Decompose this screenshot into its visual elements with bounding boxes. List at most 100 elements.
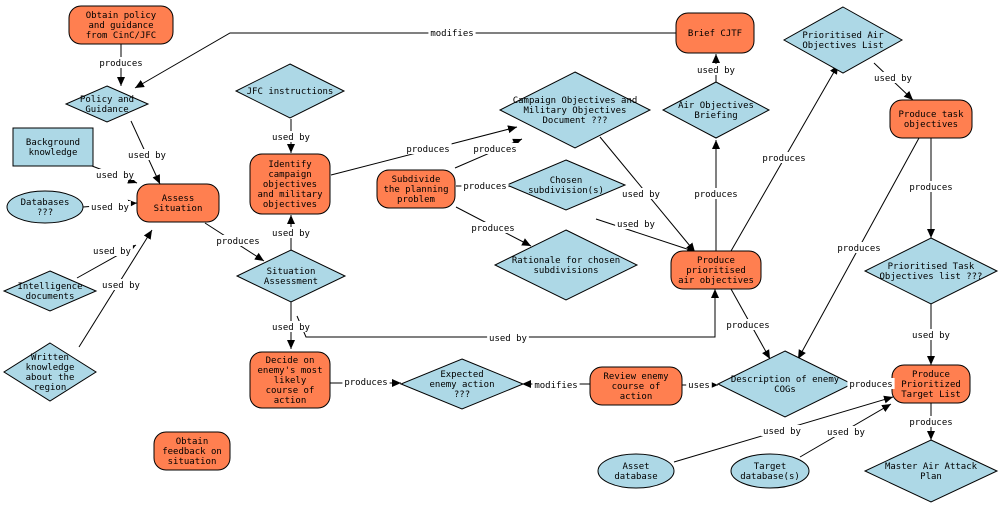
edge-label-text: produces bbox=[473, 145, 516, 155]
node-label-line: Prioritized bbox=[901, 380, 961, 390]
node-label-line: the planning bbox=[383, 185, 448, 195]
edge-e2 bbox=[134, 32, 677, 89]
node-label-line: from CinC/JFC bbox=[86, 31, 156, 41]
node-label-line: air objectives bbox=[678, 276, 754, 286]
node-label-line: subdivision(s) bbox=[528, 186, 604, 196]
node-label-line: Situation bbox=[154, 204, 203, 214]
edge-label-text: used by bbox=[617, 220, 656, 230]
edge-label-e10: used by bbox=[270, 227, 312, 239]
node-label-line: COGs bbox=[774, 385, 796, 395]
edge-label-e22: produces bbox=[760, 152, 808, 164]
edge-labels-layer: produces modifies used by used by used by use… bbox=[89, 27, 955, 438]
node-label-line: Target List bbox=[901, 390, 961, 400]
node-label-line: course of bbox=[612, 382, 661, 392]
edge-label-text: used by bbox=[874, 74, 913, 84]
node-label-line: Prioritised Task bbox=[888, 262, 975, 272]
node-label-line: knowledge bbox=[26, 363, 75, 373]
edge-label-text: produces bbox=[726, 321, 769, 331]
node-label-line: action bbox=[620, 392, 653, 402]
edge-label-e33: used by bbox=[825, 426, 867, 438]
edge-label-text: used by bbox=[272, 323, 311, 333]
edge-label-text: used by bbox=[128, 151, 167, 161]
node-label-line: Rationale for chosen bbox=[512, 256, 620, 266]
node-databases: Databases??? bbox=[6, 190, 84, 224]
node-label-line: enemy's most bbox=[257, 366, 322, 376]
node-label-line: problem bbox=[397, 195, 435, 205]
edge-label-text: modifies bbox=[430, 29, 473, 39]
node-label-line: Review enemy bbox=[603, 372, 669, 382]
edge-label-text: used by bbox=[93, 247, 132, 257]
edge-label-e25: uses bbox=[686, 379, 712, 391]
edge-label-e9: used by bbox=[270, 131, 312, 143]
edge-label-e32: produces bbox=[907, 416, 955, 428]
edge-label-text: used by bbox=[827, 428, 866, 438]
node-label-line: Expected bbox=[440, 370, 483, 380]
node-label-line: and military bbox=[257, 190, 323, 200]
edge-label-e13: produces bbox=[404, 143, 452, 155]
edge-label-e17: produces bbox=[469, 222, 517, 234]
node-label-line: Produce task bbox=[898, 110, 964, 120]
edge-label-text: used by bbox=[763, 427, 802, 437]
edge-label-e28: produces bbox=[835, 242, 883, 254]
edge-label-text: produces bbox=[762, 154, 805, 164]
node-label-line: Asset bbox=[622, 462, 649, 472]
node-label-line: Written bbox=[31, 353, 69, 363]
edge-label-e12: used by bbox=[487, 332, 529, 344]
node-label-line: Objectives List bbox=[802, 41, 883, 51]
edge-label-e6: used by bbox=[91, 245, 133, 257]
node-label-line: knowledge bbox=[29, 148, 78, 158]
edge-label-text: produces bbox=[837, 244, 880, 254]
edge-label-text: modifies bbox=[534, 381, 577, 391]
node-label-line: ??? bbox=[37, 208, 53, 218]
node-label-line: Identify bbox=[268, 160, 312, 170]
node-label-line: JFC instructions bbox=[247, 87, 334, 97]
node-label-line: database(s) bbox=[740, 472, 800, 482]
node-label-line: Obtain policy bbox=[86, 11, 157, 21]
edge-label-text: produces bbox=[909, 418, 952, 428]
node-label-line: Assess bbox=[162, 194, 195, 204]
node-label-line: Assessment bbox=[264, 277, 318, 287]
edge-label-text: used by bbox=[489, 334, 528, 344]
node-label-line: subdivisions bbox=[533, 266, 598, 276]
edge-label-text: produces bbox=[694, 190, 737, 200]
edge-label-e23: produces bbox=[724, 319, 772, 331]
node-label-line: feedback on bbox=[162, 447, 222, 457]
edge-label-e4: used by bbox=[94, 169, 136, 181]
node-brief: Brief CJTF bbox=[675, 12, 755, 54]
node-label-line: campaign bbox=[268, 170, 311, 180]
node-label-line: objectives bbox=[904, 120, 958, 130]
edge-label-e7: used by bbox=[100, 279, 142, 291]
node-label-line: Produce bbox=[912, 370, 950, 380]
node-label-line: Description of enemy bbox=[731, 375, 840, 385]
node-label-line: prioritised bbox=[686, 266, 746, 276]
node-label-line: Background bbox=[26, 138, 80, 148]
node-label-line: database bbox=[614, 472, 657, 482]
edge-label-e21: used by bbox=[695, 64, 737, 76]
edge-label-e29: produces bbox=[907, 181, 955, 193]
node-label-line: action bbox=[274, 396, 307, 406]
edge-label-text: used by bbox=[91, 203, 130, 213]
node-label-line: Master Air Attack bbox=[885, 462, 978, 472]
node-label-line: region bbox=[34, 383, 67, 393]
node-label-line: Prioritised Air bbox=[802, 31, 884, 41]
node-jfc: JFC instructions bbox=[234, 63, 346, 119]
edge-label-e24: modifies bbox=[532, 379, 580, 391]
node-label-line: Situation bbox=[267, 267, 316, 277]
node-label-line: Document ??? bbox=[542, 116, 607, 126]
edge-label-text: produces bbox=[406, 145, 449, 155]
edge-label-text: used by bbox=[697, 66, 736, 76]
